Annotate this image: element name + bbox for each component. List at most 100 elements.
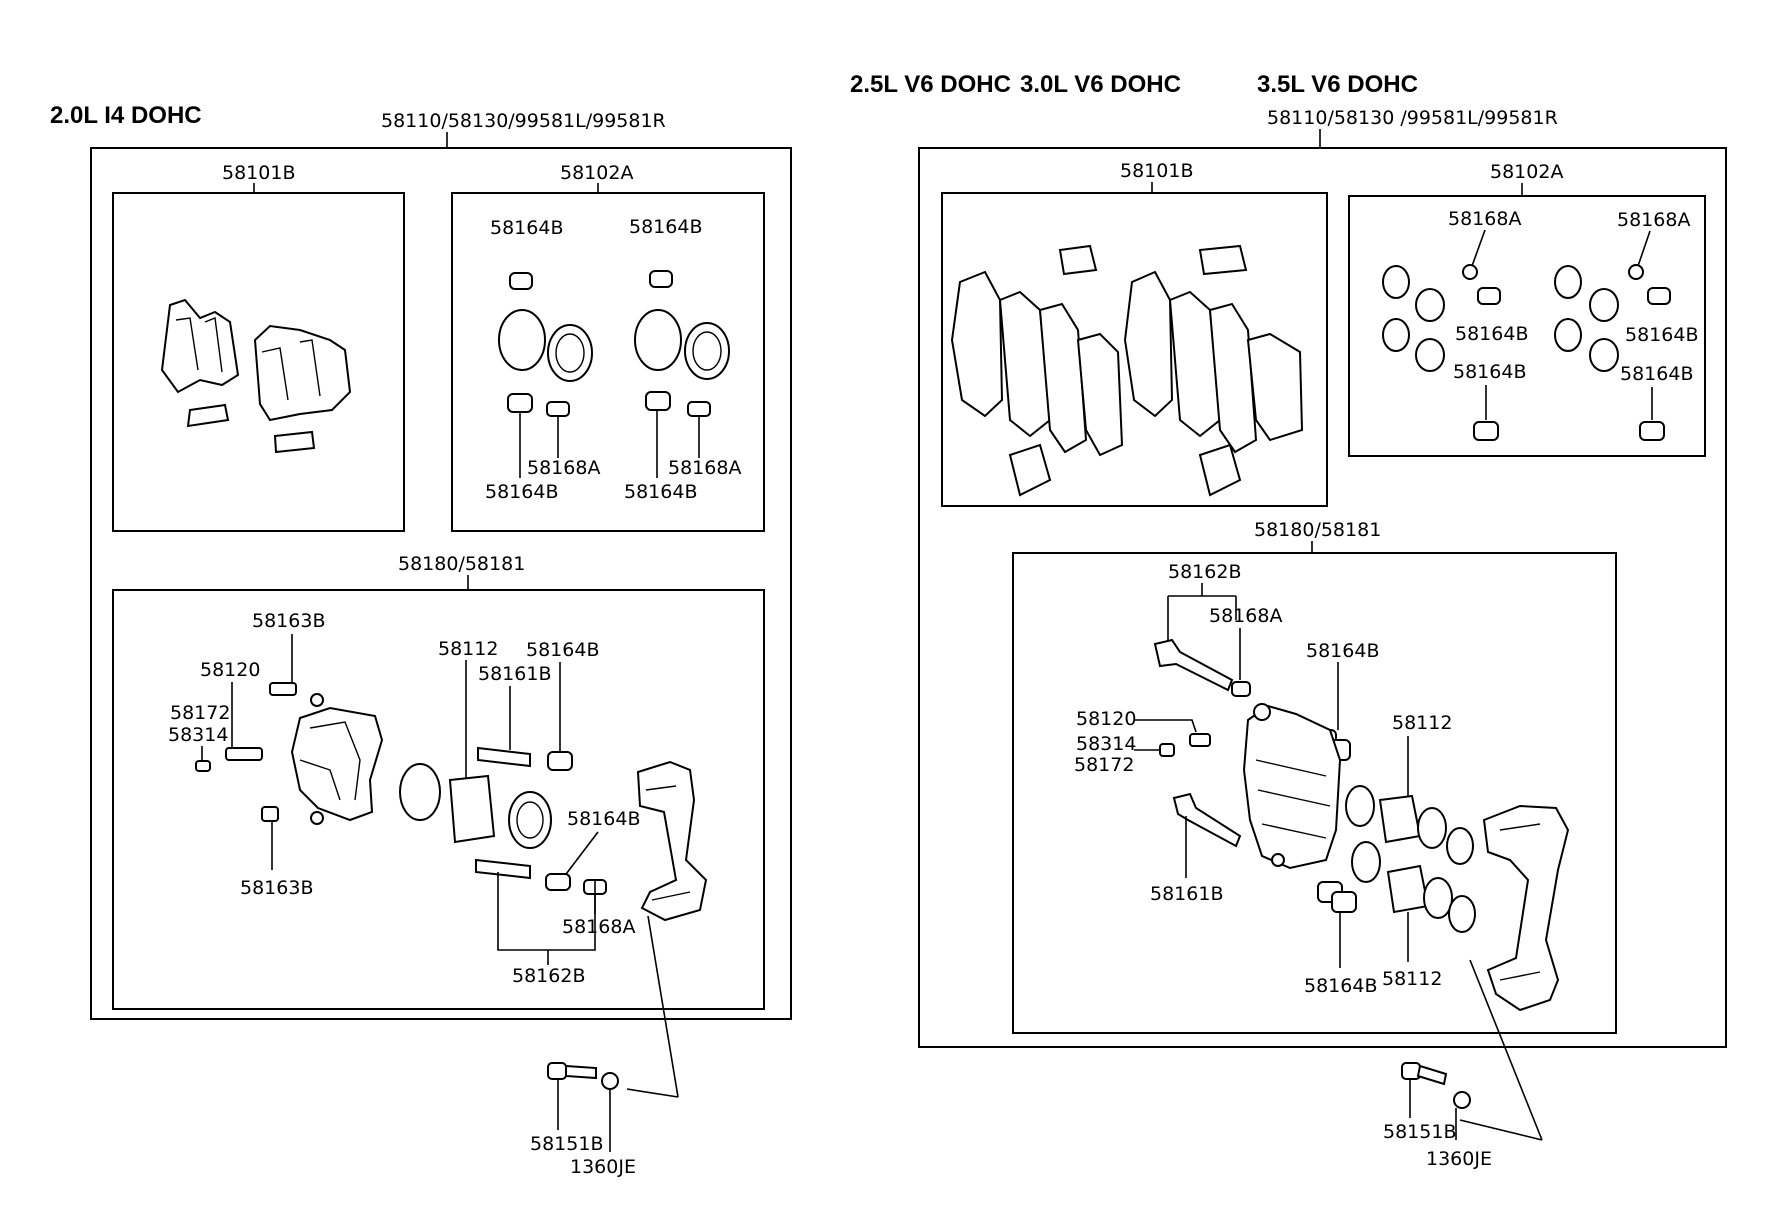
right-caliper-ring-d-icon [1448,895,1476,933]
left-bracket-leader-2 [626,1088,679,1098]
right-seal-boot-ul-icon [1477,287,1501,305]
left-seal-boot-bottom-left-label: 58164B [485,481,558,503]
left-seal-ring-2-icon [547,324,593,382]
right-pad-kit-label: 58101B [1120,160,1193,182]
right-seal-ring-f-icon [1589,288,1619,322]
right-seal-boot-lower-left-label: 58164B [1453,361,1526,383]
left-caliper-boot-top-icon [547,751,573,771]
right-caliper-boot-top-label: 58164B [1306,640,1379,662]
right-seal-cap-right-label: 58168A [1617,209,1690,231]
left-caliper-boot-top-label: 58164B [526,639,599,661]
left-guide-pin-icon [477,746,531,768]
left-caliper-cap-label: 58168A [562,916,635,938]
right-caliper-bleeder-icon [1189,733,1211,747]
right-bleeder-leader [1134,719,1197,733]
right-seal-boot-ur-icon [1647,287,1671,305]
right-caliper-ring-c-icon [1423,877,1453,919]
left-caliper-bleeder-label: 58120 [200,659,260,681]
right-caliper-ring-a-icon [1417,807,1447,849]
right-seal-ring-d-icon [1415,338,1445,372]
left-caliper-bolt-top-label: 58163B [252,610,325,632]
left-caliper-bleeder-icon [225,747,263,761]
right-seal-cap-right-leader [1637,230,1651,267]
right-seal-cap-l-icon [1462,264,1478,280]
right-assembly-label: 58110/58130 /99581L/99581R [1267,107,1558,129]
right-caliper-seal-a-icon [1345,785,1375,827]
right-bolt-icon [1416,1064,1448,1086]
left-caliper-bolt-bottom-icon [261,806,279,822]
left-pad-kit-box [112,192,405,532]
left-washer-icon [601,1072,619,1090]
right-caliper-piston-bottom-label: 58112 [1382,968,1442,990]
left-seal-boot-bl-icon [507,393,533,413]
left-caliper-body-icon [290,693,384,825]
right-caliper-piston-b-icon [1386,864,1430,914]
right-caliper-piston-a-icon [1378,794,1422,844]
right-caliper-body-icon [1242,703,1342,870]
left-caliper-piston-icon [448,774,496,844]
left-bolt-label: 58151B [530,1133,603,1155]
left-caliper-piston-label: 58112 [438,638,498,660]
left-caliper-dust-boot-inner [516,801,544,839]
right-caliper-caps-icon [1159,743,1175,757]
left-caliper-boot-mid-icon [545,873,571,891]
left-engine-heading: 2.0L I4 DOHC [50,102,202,129]
right-caliper-cap-a-label: 58314 [1076,733,1136,755]
left-seal-kit-label: 58102A [560,162,633,184]
left-caliper-guide-pin-label: 58161B [478,663,551,685]
right-seal-boot-lower-right-label: 58164B [1620,363,1693,385]
left-pad-kit-label: 58101B [222,162,295,184]
right-pin-bolt-icon [1153,638,1234,692]
right-brake-pads-icon [950,244,1304,497]
left-caliper-boot-mid-label: 58164B [567,808,640,830]
left-pin-bolt-bracket [497,872,596,951]
left-assembly-box [90,147,792,1020]
left-caliper-bolt-top-icon [269,682,297,696]
left-caliper-cap-upper-label: 58172 [170,702,230,724]
right-seal-ring-a-icon [1382,265,1410,299]
left-brake-pads-icon [160,298,352,454]
left-seal-ring-3-icon [634,309,682,371]
left-assembly-label: 58110/58130/99581L/99581R [381,110,666,132]
right-bracket-leader-2 [1459,1119,1543,1141]
right-seal-ring-e-icon [1554,265,1582,299]
left-washer-label: 1360JE [570,1156,636,1178]
left-caliper-pin-bolt-label: 58162B [512,965,585,987]
left-caliper-bolt-bottom-label: 58163B [240,877,313,899]
right-caliper-cap-label: 58168A [1209,605,1282,627]
right-seal-boot-upper-left-label: 58164B [1455,323,1528,345]
right-seal-cap-left-leader [1471,229,1486,267]
left-diagram: 2.0L I4 DOHC 58110/58130/99581L/99581R 5… [50,102,792,1178]
left-seal-cap-left-label: 58168A [527,457,600,479]
right-seal-boot-ll-icon [1473,421,1499,441]
left-seal-boot-bottom-right-label: 58164B [624,481,697,503]
right-caliper-bracket-icon [1482,804,1570,1012]
right-caliper-assembly-label: 58180/58181 [1254,519,1381,541]
right-caliper-cap-b-label: 58172 [1074,754,1134,776]
right-guide-pin-icon [1172,792,1242,848]
right-bracket-leader [1469,959,1543,1141]
left-seal-boot-top-left-label: 58164B [490,217,563,239]
left-seal-kit-box [451,192,765,532]
right-caliper-assembly-box [1012,552,1617,1034]
left-seal-boot-tl-icon [509,272,533,290]
right-seal-ring-g-icon [1554,318,1582,352]
right-diagram: 2.5L V6 DOHC 3.0L V6 DOHC 3.5L V6 DOHC 5… [850,71,1727,1170]
right-washer-icon [1453,1091,1471,1109]
left-seal-cap-l-icon [546,401,570,417]
right-caliper-pin-bolt-label: 58162B [1168,561,1241,583]
right-caliper-ring-b-icon [1446,827,1474,865]
left-seal-ring-4-inner [692,331,722,371]
left-caliper-seal-icon [399,763,441,821]
right-seal-boot-upper-right-label: 58164B [1625,324,1698,346]
left-seal-boot-tr-icon [649,270,673,288]
left-seal-boot-br-icon [645,391,671,411]
left-seal-cap-r-icon [687,401,711,417]
right-assembly-box [918,147,1727,1048]
left-seal-ring-4-icon [684,322,730,380]
right-caliper-guide-pin-label: 58161B [1150,883,1223,905]
left-bracket-leader [647,915,679,1098]
right-engine-heading-2: 3.0L V6 DOHC [1020,71,1181,98]
